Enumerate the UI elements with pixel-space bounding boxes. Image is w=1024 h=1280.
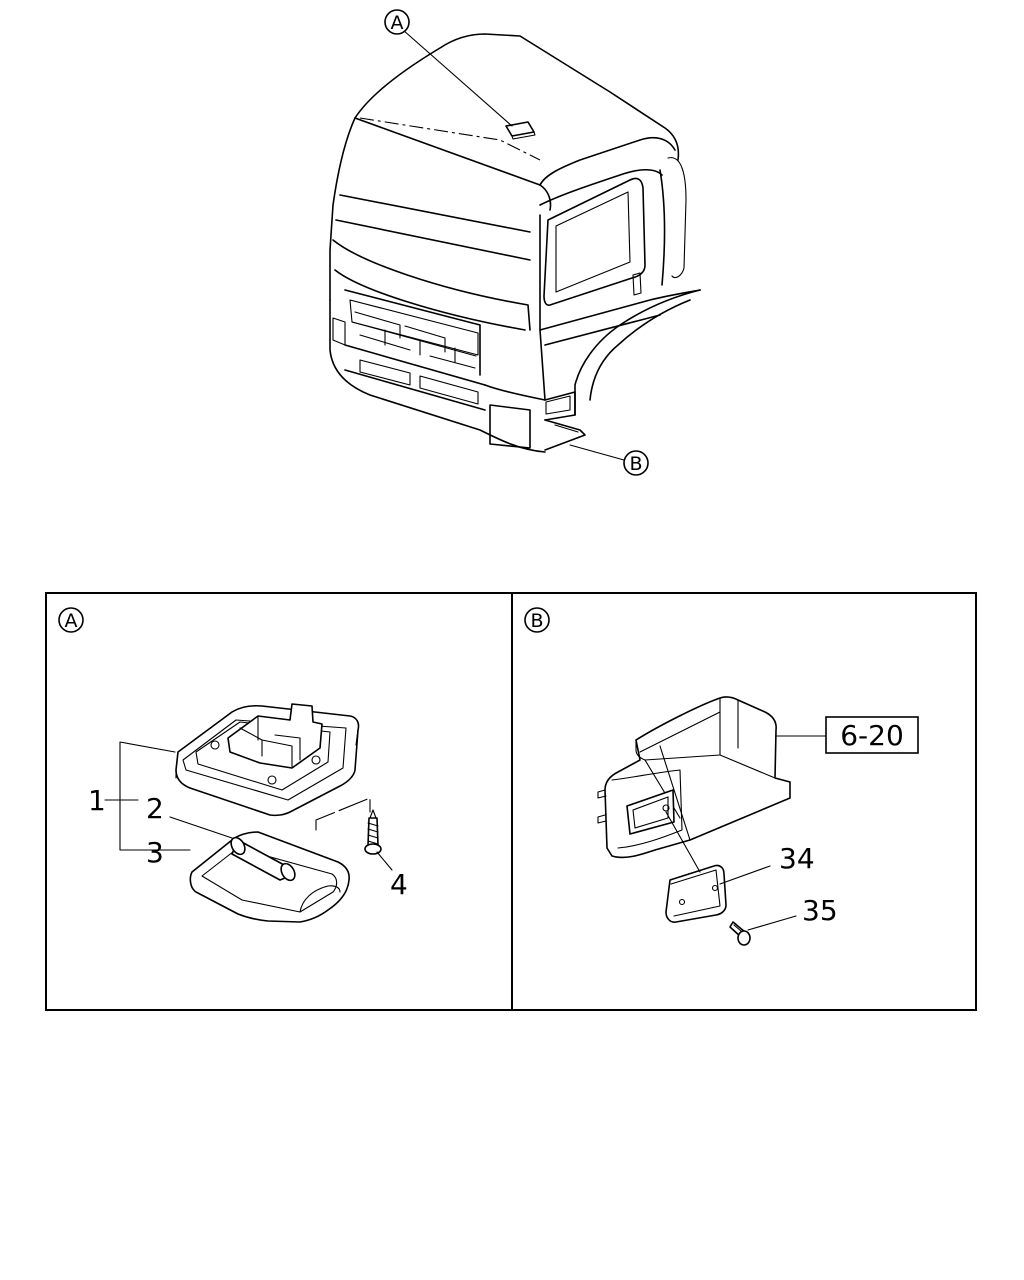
panel-a-tag-label: A	[65, 610, 78, 632]
callout-b-overview: B	[569, 444, 649, 476]
panel-a-tag: A	[58, 607, 84, 633]
part-34-leader	[719, 865, 771, 885]
part-35-leader	[747, 915, 797, 931]
reference-label: 6-20	[840, 719, 904, 752]
screw-drawing	[364, 809, 382, 855]
panel-b-tag-label: B	[530, 610, 543, 632]
part-number-35: 35	[802, 894, 838, 927]
lamp-housing-drawing	[175, 703, 360, 817]
part-number-4: 4	[390, 868, 408, 901]
panel-b: B	[524, 607, 919, 946]
lamp-bulb-drawing	[230, 836, 296, 882]
screw-guide-line	[315, 797, 371, 831]
reflector-drawing	[665, 864, 727, 923]
screw-35-drawing	[729, 921, 751, 946]
truck-cab-illustration	[329, 33, 701, 453]
panel-a: A	[58, 607, 408, 923]
reference-box: 6-20	[825, 716, 919, 754]
part-number-34: 34	[779, 842, 815, 875]
part-number-2: 2	[146, 792, 164, 825]
part-number-3: 3	[146, 836, 164, 869]
lamp-lens-drawing	[189, 831, 350, 923]
part-bracket	[104, 741, 233, 851]
panel-b-tag: B	[524, 607, 550, 633]
callout-a-overview: A	[384, 9, 513, 127]
bracket-mount-leader	[665, 811, 701, 873]
callout-a-label: A	[391, 12, 404, 34]
part-4-leader	[376, 851, 393, 871]
callout-b-label: B	[629, 453, 642, 475]
part-number-1: 1	[88, 784, 106, 817]
step-bracket-drawing	[597, 696, 791, 859]
